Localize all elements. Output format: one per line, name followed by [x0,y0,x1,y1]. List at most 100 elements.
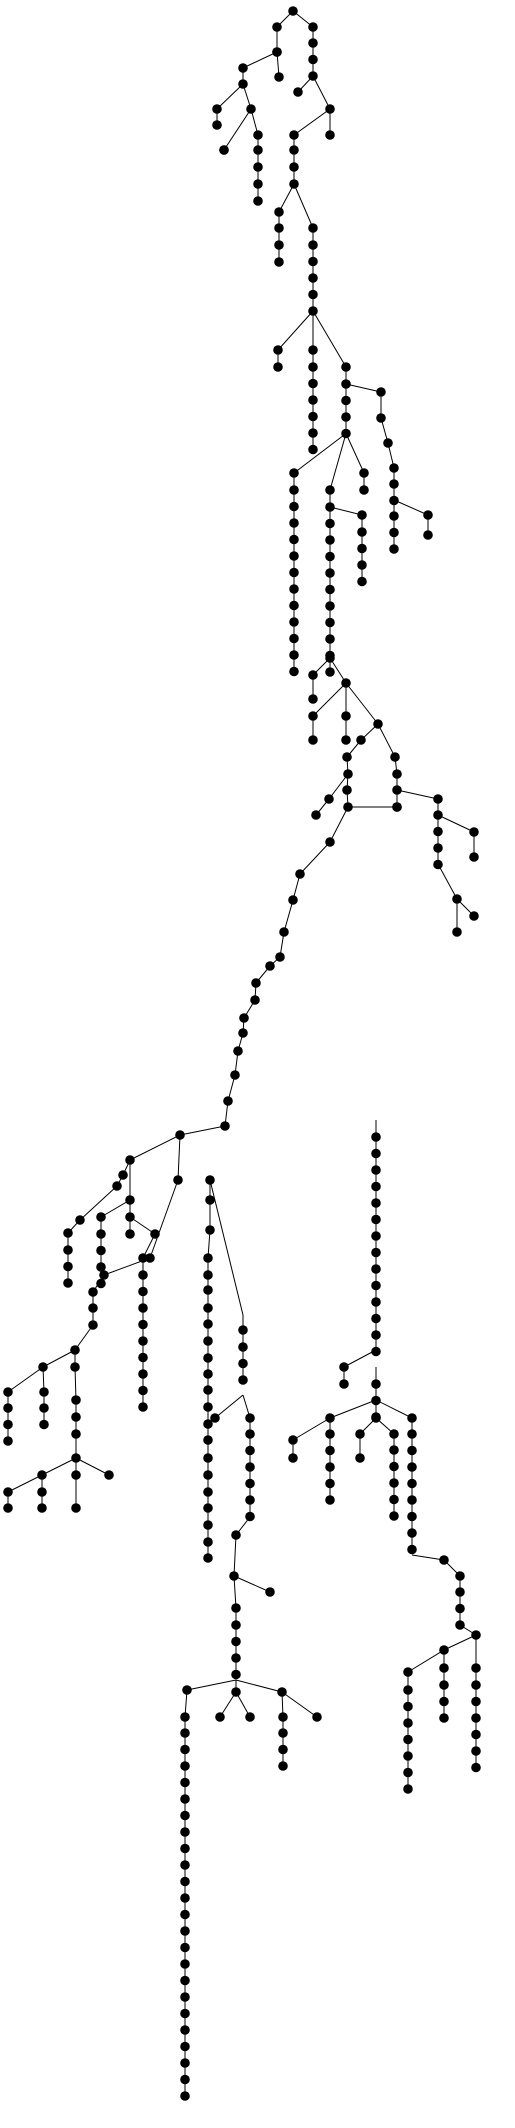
tree-node [455,1620,465,1630]
tree-node [371,1198,381,1208]
tree-node [71,1503,81,1513]
tree-node [376,413,386,423]
tree-node [71,1395,81,1405]
tree-node [357,527,367,537]
tree-node [407,1544,417,1555]
tree-node [392,769,402,779]
tree-node [246,104,256,114]
tree-node [308,223,318,233]
tree-node [371,1313,381,1324]
tree-node [403,1718,413,1728]
tree-edge [186,1679,237,1691]
tree-node [308,694,318,704]
tree-node [278,1744,288,1755]
tree-node [325,535,335,545]
tree-node [371,1247,381,1258]
tree-node [37,1503,47,1513]
tree-node [342,785,352,795]
tree-node [312,1712,322,1722]
tree-node [180,1827,190,1837]
tree-node [180,1794,190,1804]
tree-node [407,1528,417,1538]
tree-node [325,667,335,677]
tree-node [325,1445,335,1456]
tree-node [433,810,443,820]
tree-node [471,1680,481,1690]
tree-node [180,1959,190,1969]
tree-node [389,1461,399,1472]
tree-node [203,1553,213,1563]
tree-node [203,1419,213,1429]
tree-node [407,1511,417,1522]
tree-node [245,1712,255,1722]
tree-node [70,1345,80,1355]
tree-edge [7,1474,43,1493]
tree-node [289,518,299,528]
tree-node [357,543,367,554]
tree-node [245,1495,255,1505]
tree-node [433,859,443,870]
tree-edge [329,1399,377,1419]
tree-node [289,501,299,512]
tree-node [371,1297,381,1307]
tree-node [439,1713,449,1723]
tree-node [471,1746,481,1756]
tree-node [203,1319,213,1329]
tree-node [253,145,263,155]
tree-node [3,1503,13,1513]
tree-node [439,1680,449,1690]
tree-edge [343,1349,377,1368]
tree-edge [345,433,365,474]
tree-node [403,1734,413,1745]
tree-node [356,735,366,745]
tree-edge [129,1216,156,1235]
tree-edge [42,1349,76,1368]
tree-node [245,1511,255,1522]
tree-node [289,584,299,594]
tree-node [308,71,318,81]
tree-node [308,273,318,283]
tree-node [371,1330,381,1340]
tree-node [182,1685,192,1695]
tree-node [357,510,367,520]
tree-node [389,1478,399,1488]
tree-node [180,1843,190,1854]
tree-node [180,2025,190,2035]
tree-node [371,1181,381,1192]
tree-node [63,1245,73,1255]
tree-node [231,1653,241,1663]
tree-edge [177,1134,181,1181]
tree-edge [407,1649,445,1673]
tree-node [325,601,335,611]
tree-node [325,502,335,512]
tree-edge [312,310,347,368]
tree-node [75,1215,85,1225]
tree-node [289,145,299,155]
tree-node [96,1229,106,1239]
tree-node [423,530,433,540]
tree-node [325,104,335,114]
tree-node [373,719,383,729]
tree-node [180,1712,190,1722]
tree-node [288,1435,298,1445]
tree-node [403,1767,413,1778]
tree-node [311,810,321,820]
tree-node [325,617,335,628]
tree-node [180,1860,190,1870]
tree-node [341,735,351,745]
tree-node [325,1429,335,1439]
tree-edge [396,789,439,800]
tree-node [439,1696,449,1707]
tree-node [238,1358,248,1369]
tree-edge [437,863,458,900]
tree-node [253,130,263,140]
tree-node [407,1495,417,1505]
tree-node [205,1195,215,1205]
tree-node [205,1175,215,1185]
tree-node [371,1165,381,1175]
tree-node [215,1712,225,1722]
tree-node [452,927,462,937]
tree-node [275,952,285,962]
tree-edge [216,83,244,110]
tree-node [469,827,479,837]
